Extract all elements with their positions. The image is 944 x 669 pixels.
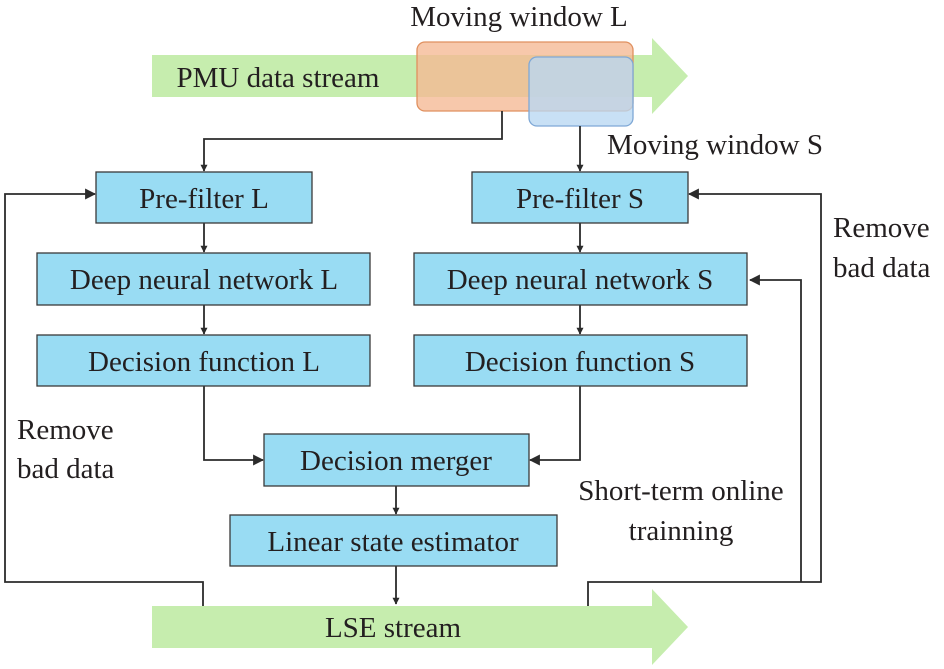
arrow-decision-l-to-merger [203, 386, 265, 466]
online-training-label: Short-term online trainning [578, 475, 783, 547]
prefilter-l-box [95, 171, 313, 224]
linear-state-estimator-label: Linear state estimator [267, 526, 519, 558]
dnn-s-box [413, 252, 748, 306]
decision-merger: Decision merger [263, 433, 530, 487]
linear-state-estimator-box [229, 514, 558, 567]
feedback-right-remove-bad-data [587, 188, 822, 606]
decision-function-s: Decision function S [413, 334, 748, 387]
pmu-stream-label: PMU data stream [177, 62, 380, 94]
remove-bad-data-right-label: Remove bad data [833, 212, 931, 284]
dnn-l: Deep neural network L [36, 252, 371, 306]
arrow-window-l-to-prefilter-l [200, 111, 503, 172]
dnn-s-label: Deep neural network S [447, 264, 714, 296]
decision-function-l: Decision function L [36, 334, 371, 387]
remove-bad-data-right-line2: bad data [833, 252, 931, 284]
moving-window-short: Moving window S [528, 56, 823, 161]
linear-state-estimator: Linear state estimator [229, 514, 558, 567]
lse-stream-arrow-shape [152, 589, 688, 665]
decision-function-s-box [413, 334, 748, 387]
prefilter-s-box [471, 171, 689, 224]
online-training-line2: trainning [629, 515, 734, 547]
dnn-s: Deep neural network S [413, 252, 748, 306]
decision-function-l-box [36, 334, 371, 387]
remove-bad-data-right-line1: Remove [833, 212, 930, 244]
decision-function-l-label: Decision function L [88, 346, 320, 378]
online-training-line1: Short-term online [578, 475, 783, 507]
dnn-l-box [36, 252, 371, 306]
remove-bad-data-left-line1: Remove [17, 414, 114, 446]
remove-bad-data-left-label: Remove bad data [17, 414, 115, 485]
connectors [4, 111, 822, 606]
decision-merger-label: Decision merger [300, 445, 492, 477]
lse-stream-label: LSE stream [325, 612, 462, 644]
prefilter-s: Pre-filter S [471, 171, 689, 224]
feedback-online-training [748, 274, 802, 582]
prefilter-l: Pre-filter L [95, 171, 313, 224]
prefilter-s-label: Pre-filter S [516, 183, 644, 215]
decision-merger-box [263, 433, 530, 487]
prefilter-l-label: Pre-filter L [139, 183, 269, 215]
decision-function-s-label: Decision function S [465, 346, 695, 378]
arrow-decision-s-to-merger [528, 386, 581, 466]
lse-stream: LSE stream [152, 589, 688, 665]
moving-window-short-box [528, 56, 634, 127]
moving-window-long-label: Moving window L [410, 1, 628, 33]
feedback-left-remove-bad-data [4, 188, 204, 606]
dnn-l-label: Deep neural network L [70, 264, 338, 296]
moving-window-short-label: Moving window S [607, 129, 823, 161]
remove-bad-data-left-line2: bad data [17, 453, 115, 485]
